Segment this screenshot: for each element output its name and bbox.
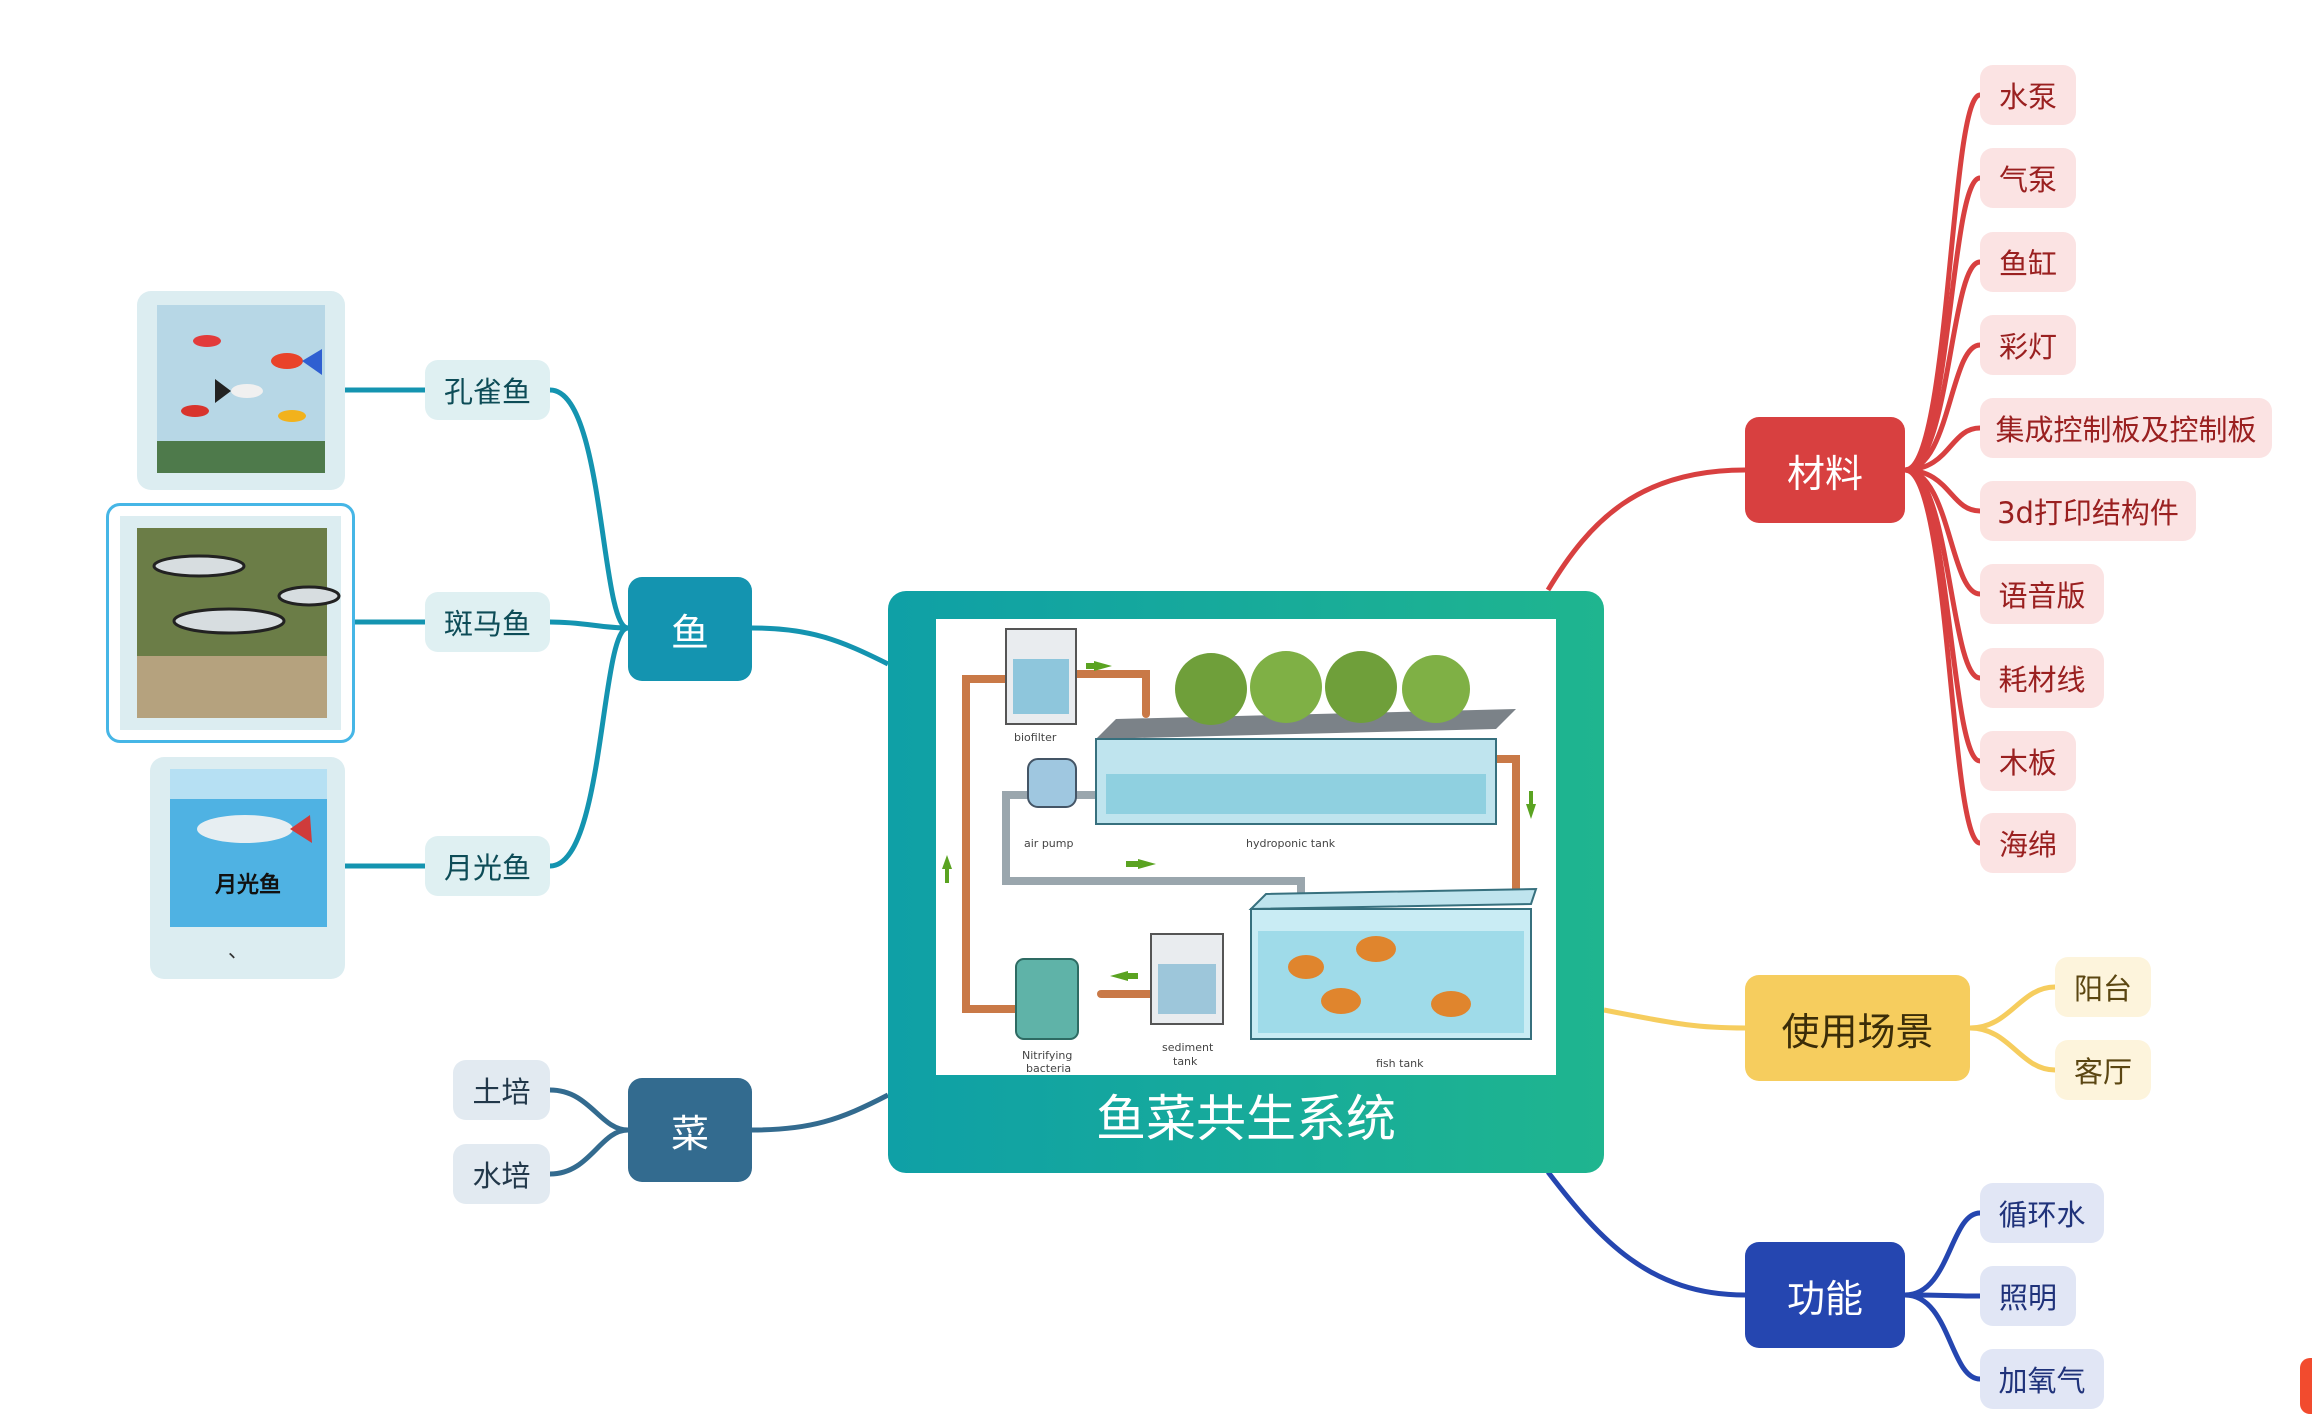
branch-functions[interactable]: 功能: [1745, 1242, 1905, 1348]
branch-scenes[interactable]: 使用场景: [1745, 975, 1970, 1081]
materials-item-sponge[interactable]: 海绵: [1980, 813, 2076, 873]
materials-item-air-pump[interactable]: 气泵: [1980, 148, 2076, 208]
fish-item-guppy[interactable]: 孔雀鱼: [425, 360, 550, 420]
functions-connectors: [1546, 1170, 1981, 1382]
moonfish-image-card[interactable]: 月光鱼 、: [150, 757, 345, 979]
guppy-image-card[interactable]: [137, 291, 345, 490]
materials-connectors: [1545, 92, 1982, 846]
materials-item-water-pump[interactable]: 水泵: [1980, 65, 2076, 125]
moonfish-image: 月光鱼 、: [170, 769, 327, 962]
guppy-image: [157, 305, 325, 473]
veg-connectors: [549, 1087, 890, 1177]
fish-connectors: [340, 387, 890, 869]
branch-fish[interactable]: 鱼: [628, 577, 752, 681]
air-pump-label: air pump: [1024, 837, 1073, 850]
scenes-item-living-room[interactable]: 客厅: [2055, 1040, 2151, 1100]
functions-item-oxygen[interactable]: 加氧气: [1980, 1349, 2104, 1409]
scenes-item-balcony[interactable]: 阳台: [2055, 957, 2151, 1017]
materials-item-color-light[interactable]: 彩灯: [1980, 315, 2076, 375]
hydroponic-tank-label: hydroponic tank: [1246, 837, 1336, 850]
sediment-label-2: tank: [1173, 1055, 1198, 1068]
functions-item-circulation[interactable]: 循环水: [1980, 1183, 2104, 1243]
fish-item-zebrafish[interactable]: 斑马鱼: [425, 592, 550, 652]
central-topic[interactable]: biofilter air pump hydroponic tank fish …: [888, 591, 1604, 1173]
veg-item-soil[interactable]: 土培: [453, 1060, 550, 1120]
fish-item-moonfish[interactable]: 月光鱼: [425, 836, 550, 896]
materials-item-fish-tank[interactable]: 鱼缸: [1980, 232, 2076, 292]
fish-tank-label: fish tank: [1376, 1057, 1424, 1070]
zebrafish-image: [120, 516, 341, 730]
materials-item-3d-print[interactable]: 3d打印结构件: [1980, 481, 2196, 541]
nitrifying-label-2: bacteria: [1026, 1062, 1071, 1075]
materials-item-voice-board[interactable]: 语音版: [1980, 564, 2104, 624]
moonfish-caption: 月光鱼: [214, 872, 281, 898]
biofilter-label: biofilter: [1014, 731, 1057, 744]
materials-item-control-board[interactable]: 集成控制板及控制板: [1980, 398, 2272, 458]
veg-item-hydro[interactable]: 水培: [453, 1144, 550, 1204]
nitrifying-label-1: Nitrifying: [1022, 1049, 1072, 1062]
sediment-label-1: sediment: [1162, 1041, 1214, 1054]
materials-item-wood-board[interactable]: 木板: [1980, 731, 2076, 791]
zebrafish-image-card[interactable]: [106, 503, 355, 743]
branch-veg[interactable]: 菜: [628, 1078, 752, 1182]
moonfish-note: 、: [228, 938, 248, 962]
materials-item-wire[interactable]: 耗材线: [1980, 648, 2104, 708]
corner-badge-icon[interactable]: [2300, 1358, 2312, 1414]
functions-item-lighting[interactable]: 照明: [1980, 1266, 2076, 1326]
scenes-connectors: [1603, 984, 2056, 1073]
aquaponics-illustration: biofilter air pump hydroponic tank fish …: [936, 619, 1556, 1075]
central-title: 鱼菜共生系统: [1096, 1090, 1396, 1148]
branch-materials[interactable]: 材料: [1745, 417, 1905, 523]
